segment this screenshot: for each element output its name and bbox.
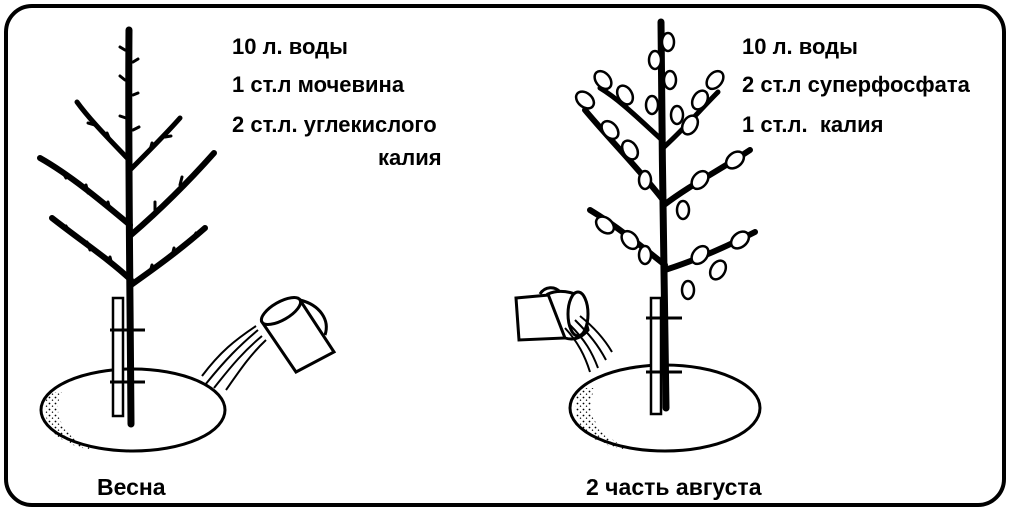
diagram-frame	[4, 4, 1006, 507]
spring-caption: Весна	[97, 474, 166, 500]
august-note-line-1: 10 л. воды	[742, 34, 858, 59]
spring-note-line-4: калия	[378, 145, 442, 170]
bucket-icon	[514, 286, 613, 373]
spring-note-line-1: 10 л. воды	[232, 34, 348, 59]
august-caption: 2 часть августа	[586, 474, 762, 500]
august-note-line-3: 1 ст.л. калия	[742, 112, 884, 137]
august-note-line-2: 2 ст.л суперфосфата	[742, 72, 970, 97]
tree-leafy-icon	[574, 18, 758, 412]
bucket-icon	[201, 296, 337, 391]
tree-bare-icon	[37, 26, 217, 428]
spring-note-line-3: 2 ст.л. углекислого	[232, 112, 437, 137]
spring-note-line-2: 1 ст.л мочевина	[232, 72, 405, 97]
